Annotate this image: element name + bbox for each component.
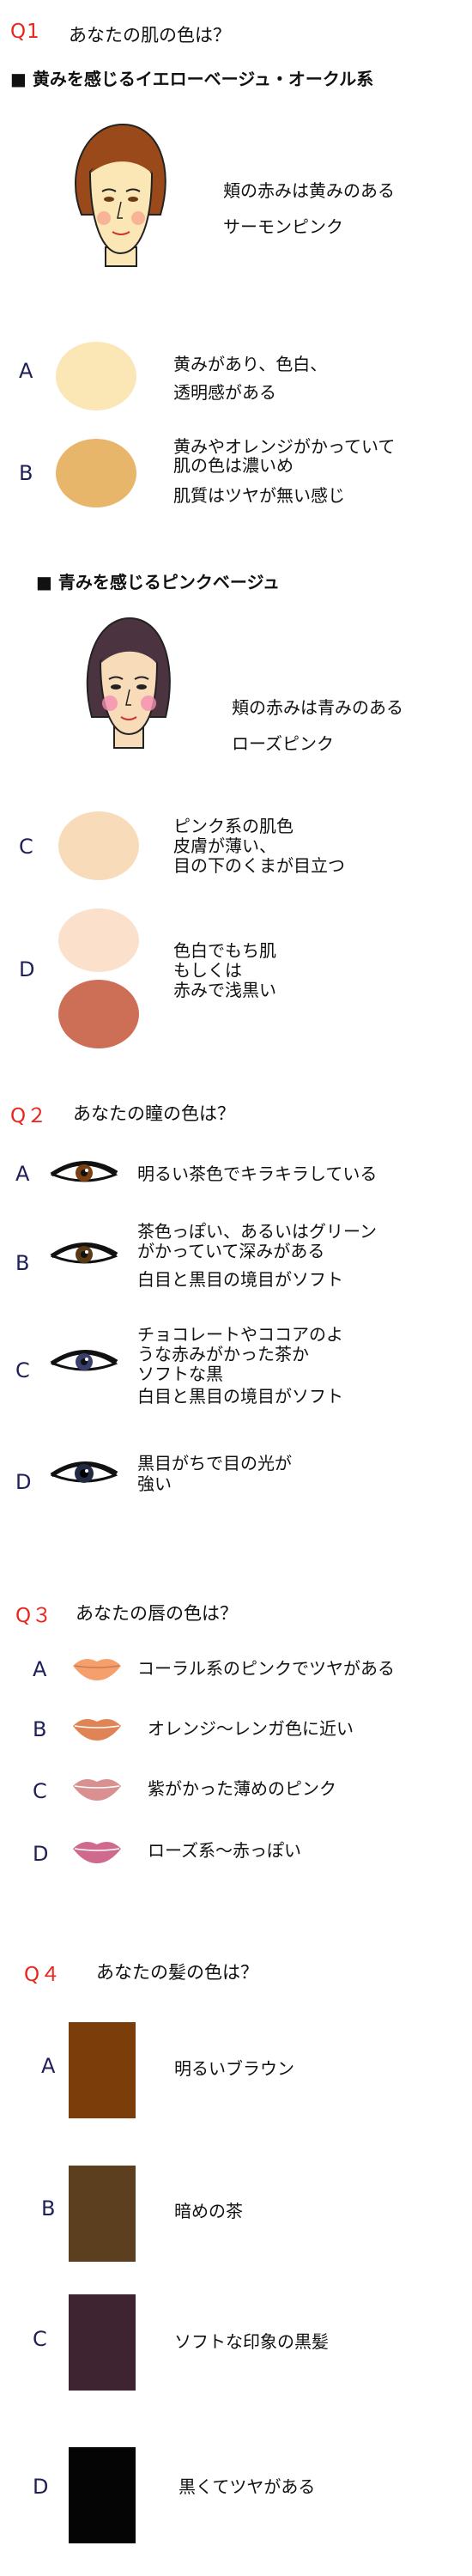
q3-option-b-letter: B	[33, 1717, 47, 1741]
lips-icon-d	[71, 1836, 123, 1865]
q1-option-c-letter: C	[19, 835, 33, 859]
q1-cheek-note1-line1: 頬の赤みは黄みのある	[223, 180, 395, 201]
q3-option-d-text: ローズ系～赤っぽい	[148, 1840, 301, 1861]
woman-dark-hair-face-icon	[82, 614, 176, 751]
q2-option-c-line2: うな赤みがかった茶か	[137, 1344, 309, 1364]
eye-icon-b	[50, 1239, 118, 1270]
q4-option-b-text: 暗めの茶	[174, 2201, 243, 2221]
q1-cheek-note2-line1: 頬の赤みは青みのある	[232, 697, 403, 718]
q4-option-d-letter: D	[33, 2475, 49, 2499]
q2-option-b-line3: 白目と黒目の境目がソフト	[137, 1269, 343, 1290]
q1-option-b-line2: 肌の色は濃いめ	[173, 455, 293, 476]
eye-icon-d	[50, 1458, 118, 1489]
q2-option-d-line1: 黒目がちで目の光が	[137, 1453, 292, 1473]
q1-group1-heading: ■ 黄みを感じるイエローベージュ・オークル系	[10, 69, 374, 89]
q1-option-b-letter: B	[19, 461, 33, 485]
q2-option-c-line1: チョコレートやココアのよ	[137, 1324, 343, 1345]
q2-option-b-line1: 茶色っぽい、あるいはグリーン	[137, 1221, 377, 1242]
hair-swatch-a	[69, 2022, 136, 2118]
lips-icon-a	[71, 1653, 123, 1682]
q1-cheek-note2-line2: ローズピンク	[232, 733, 334, 754]
eye-icon-a	[50, 1157, 118, 1188]
q2-option-a-line1: 明るい茶色でキラキラしている	[137, 1163, 378, 1184]
q2-option-c-line4: 白目と黒目の境目がソフト	[137, 1386, 343, 1406]
q1-option-d-line1: 色白でもち肌	[173, 940, 276, 961]
q4-question: あなたの髪の色は？	[96, 1962, 258, 1983]
q2-option-d-line2: 強い	[137, 1473, 172, 1494]
q4-option-b-letter: B	[41, 2196, 56, 2221]
q1-number: Q1	[10, 21, 40, 43]
q1-option-d-line2: もしくは	[173, 960, 242, 981]
q2-option-c-line3: ソフトな黒	[137, 1364, 223, 1384]
q1-option-b-line1: 黄みやオレンジがかっていて	[173, 436, 396, 457]
eye-icon-c	[50, 1346, 118, 1377]
lips-icon-c	[71, 1773, 123, 1802]
q4-option-c-text: ソフトな印象の黒髪	[174, 2331, 329, 2352]
q1-option-d-letter: D	[19, 957, 35, 981]
q2-option-a-letter: A	[15, 1162, 30, 1186]
q4-option-d-text: 黒くてツヤがある	[179, 2476, 316, 2497]
q1-group2-heading: ■ 青みを感じるピンクベージュ	[36, 572, 281, 592]
q1-option-a-line2: 透明感がある	[173, 382, 276, 403]
q3-question: あなたの唇の色は？	[76, 1603, 238, 1624]
skin-swatch-d-light	[56, 906, 142, 975]
q1-cheek-note1-line2: サーモンピンク	[223, 216, 343, 237]
q1-option-a-line1: 黄みがあり、色白、	[173, 354, 328, 374]
q3-option-c-text: 紫がかった薄めのピンク	[148, 1778, 336, 1799]
skin-swatch-c	[56, 809, 142, 883]
q2-option-b-line2: がかっていて深みがある	[137, 1241, 325, 1261]
q3-option-a-letter: A	[33, 1657, 47, 1681]
q1-option-c-line2: 皮膚が薄い、	[173, 835, 276, 856]
skin-swatch-b	[53, 436, 139, 510]
q1-option-b-line3: 肌質はツヤが無い感じ	[173, 485, 345, 506]
hair-swatch-b	[69, 2166, 136, 2262]
q1-option-c-line1: ピンク系の肌色	[173, 816, 293, 836]
skin-swatch-d-dark	[56, 977, 142, 1051]
skin-swatch-a	[53, 339, 139, 413]
hair-swatch-d	[69, 2447, 136, 2543]
q2-question: あなたの瞳の色は？	[73, 1103, 235, 1124]
q2-option-d-letter: D	[15, 1470, 32, 1494]
woman-brown-hair-face-icon	[64, 120, 176, 270]
q3-option-c-letter: C	[33, 1779, 47, 1803]
q1-option-a-letter: A	[19, 359, 33, 383]
q2-number: Q２	[10, 1105, 48, 1127]
q3-option-b-text: オレンジ～レンガ色に近い	[148, 1718, 354, 1739]
q1-question: あなたの肌の色は？	[69, 25, 231, 46]
q2-option-c-letter: C	[15, 1358, 30, 1382]
q4-option-a-text: 明るいブラウン	[174, 2058, 294, 2079]
q1-option-d-line3: 赤みで浅黒い	[173, 980, 276, 1000]
hair-swatch-c	[69, 2294, 136, 2391]
q4-number: Q４	[24, 1964, 62, 1986]
q2-option-b-letter: B	[15, 1251, 30, 1275]
lips-icon-b	[71, 1713, 123, 1742]
q1-option-c-line3: 目の下のくまが目立つ	[173, 855, 345, 876]
q4-option-c-letter: C	[33, 2327, 47, 2351]
q3-number: Q３	[15, 1605, 53, 1627]
q4-option-a-letter: A	[41, 2054, 56, 2078]
q3-option-d-letter: D	[33, 1842, 49, 1866]
q3-option-a-text: コーラル系のピンクでツヤがある	[137, 1658, 395, 1679]
